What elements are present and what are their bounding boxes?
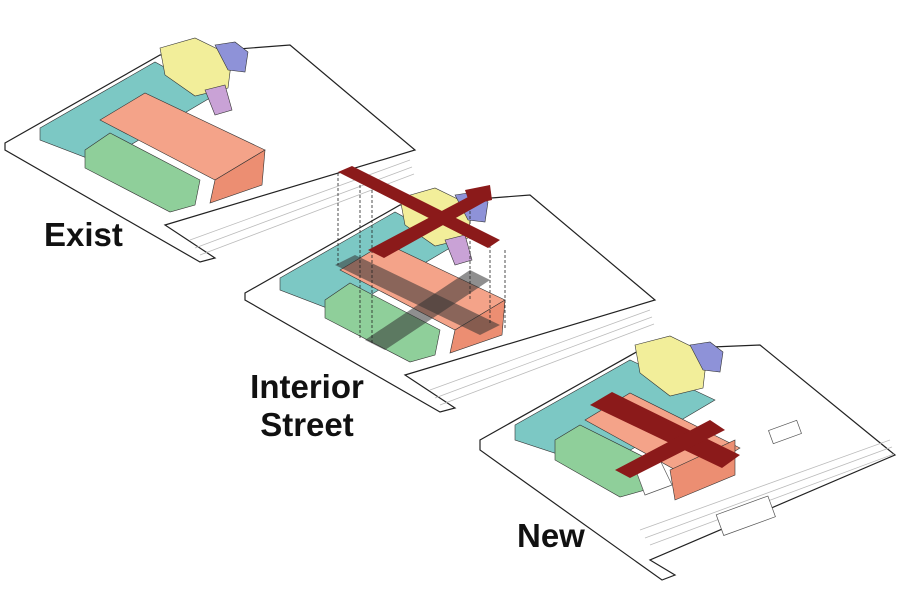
label-exist: Exist [44,216,123,253]
exist-blue-block [214,41,249,73]
exist-yellow-block [159,37,233,97]
projection-lines [337,173,506,345]
new-platform [715,495,776,536]
exist-purple-block [204,84,233,116]
label-new: New [517,517,585,554]
interior-purple-block [444,234,473,266]
new-yellow-block [634,335,708,397]
label-interior-street: Interior Street [250,368,364,443]
interior-street-red-cross [368,196,488,258]
new-blue-block [689,341,724,373]
interior-street-shadow-long [335,255,500,335]
new-small-structure [768,419,802,445]
new-interior-street-long [590,392,740,468]
interior-street-red-end [465,185,492,205]
interior-street-red-long [338,166,500,248]
new-model [479,335,897,581]
interior-street-shadow-cross [365,270,490,350]
exist-model [4,37,417,263]
exist-orange-side [209,149,266,204]
exist-green-block [84,132,201,213]
new-interior-street-cross [615,420,725,478]
interior-green-block [324,282,441,363]
interior-street-model [244,166,657,413]
